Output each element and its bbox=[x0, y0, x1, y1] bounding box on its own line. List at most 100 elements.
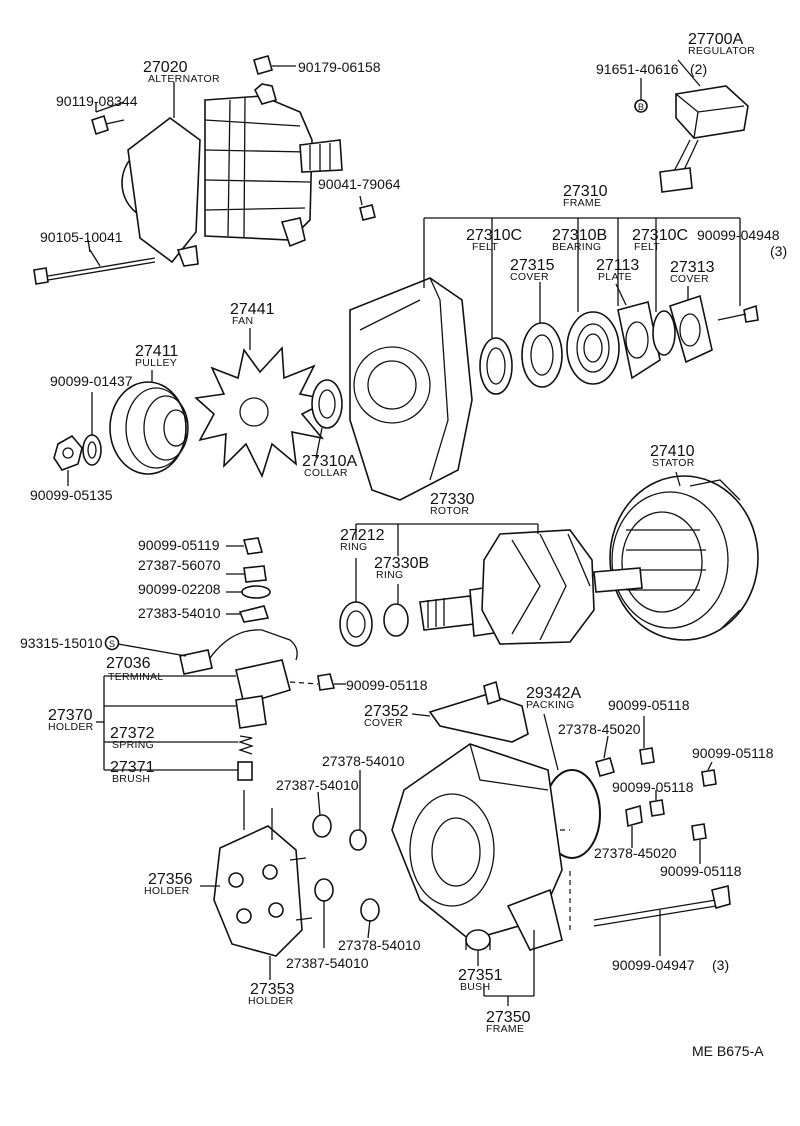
nut-90041-drawing bbox=[359, 204, 376, 221]
nut-90179-drawing bbox=[253, 55, 296, 75]
label-27330-name: ROTOR bbox=[430, 505, 469, 517]
alternator-drawing bbox=[121, 83, 343, 267]
bearing-cover-drawing bbox=[521, 322, 563, 388]
label-27020-name: ALTERNATOR bbox=[148, 73, 220, 85]
label-90105-10041: 90105-10041 bbox=[40, 229, 123, 245]
bushing-27378-54010-a-drawing bbox=[349, 829, 367, 851]
label-27383-54010: 27383-54010 bbox=[138, 605, 221, 621]
label-27330B-number: 27330B bbox=[374, 555, 429, 572]
label-27020-number: 27020 bbox=[143, 59, 188, 76]
rear-cover-drawing bbox=[669, 294, 713, 364]
label-27356-name: HOLDER bbox=[144, 885, 190, 897]
label-90119-08344: 90119-08344 bbox=[56, 93, 138, 109]
label-90179-06158: 90179-06158 bbox=[298, 59, 381, 75]
nut-90099-05118-d-drawing bbox=[649, 799, 665, 817]
label-27036-number: 27036 bbox=[106, 655, 151, 672]
stator-drawing bbox=[609, 475, 759, 641]
label-27315-name: COVER bbox=[510, 271, 549, 283]
label-27700A-number: 27700A bbox=[688, 31, 743, 48]
label-27441-name: FAN bbox=[232, 315, 253, 327]
label-27700A-name: REGULATOR bbox=[688, 45, 755, 57]
label-27441-number: 27441 bbox=[230, 301, 275, 318]
label-90099-05119: 90099-05119 bbox=[138, 537, 220, 553]
label-90099-04947: 90099-04947 bbox=[612, 957, 695, 973]
rear-frame-drawing bbox=[391, 743, 563, 951]
bushing-27378-45020-b-drawing bbox=[625, 804, 643, 828]
label-27371-number: 27371 bbox=[110, 759, 155, 776]
bush-27351-drawing bbox=[465, 929, 491, 951]
label-27350-number: 27350 bbox=[486, 1009, 531, 1026]
label-27378-45020-a: 27378-45020 bbox=[558, 721, 641, 737]
label-27313-name: COVER bbox=[670, 273, 709, 285]
label-27310B-name: BEARING bbox=[552, 241, 601, 253]
label-27352-name: COVER bbox=[364, 717, 403, 729]
regulator-marker: B bbox=[638, 102, 644, 112]
label-93315-15010: 93315-15010 bbox=[20, 635, 103, 651]
label-27315-number: 27315 bbox=[510, 257, 555, 274]
label-27378-54010-a: 27378-54010 bbox=[322, 753, 405, 769]
regulator-drawing: B bbox=[634, 85, 749, 193]
bushing-27387-54010-a-drawing bbox=[312, 814, 332, 838]
label-90099-05118-a: 90099-05118 bbox=[346, 677, 428, 693]
label-27370-number: 27370 bbox=[48, 707, 93, 724]
collar-drawing bbox=[311, 379, 343, 429]
labels: 27020 ALTERNATOR 90179-06158 90119-08344… bbox=[20, 31, 787, 1059]
label-90099-04948: 90099-04948 bbox=[697, 227, 780, 243]
label-27370-name: HOLDER bbox=[48, 721, 94, 733]
label-27372-name: SPRING bbox=[112, 739, 154, 751]
label-27310-name: FRAME bbox=[563, 197, 601, 209]
bolt-90099-04948-drawing bbox=[717, 304, 759, 323]
label-90099-05118-d: 90099-05118 bbox=[612, 779, 694, 795]
label-27310C-1-name: FELT bbox=[472, 241, 498, 253]
label-27410-number: 27410 bbox=[650, 443, 695, 460]
label-90099-04947-qty: (3) bbox=[712, 957, 729, 973]
ring-27330B-drawing bbox=[383, 603, 409, 637]
bolt-90105-drawing bbox=[33, 249, 156, 285]
label-27356-number: 27356 bbox=[148, 871, 193, 888]
label-27113-number: 27113 bbox=[596, 257, 639, 274]
nut-90099-05118-e-drawing bbox=[691, 823, 707, 841]
label-27387-56070: 27387-56070 bbox=[138, 557, 221, 573]
label-29342A-name: PACKING bbox=[526, 699, 575, 711]
label-27352-number: 27352 bbox=[364, 703, 409, 720]
label-27310C-2-name: FELT bbox=[634, 241, 660, 253]
label-27410-name: STATOR bbox=[652, 457, 695, 469]
bushing-27378-54010-b-drawing bbox=[360, 898, 380, 922]
nut-90099-05135-drawing bbox=[53, 434, 83, 471]
label-27212-number: 27212 bbox=[340, 527, 385, 544]
long-bolt-drawing bbox=[560, 829, 731, 930]
bushing-27378-45020-a-drawing bbox=[595, 757, 615, 777]
pulley-drawing bbox=[109, 381, 189, 475]
label-27212-name: RING bbox=[340, 541, 367, 553]
label-90099-05118-c: 90099-05118 bbox=[692, 745, 774, 761]
spring-drawing bbox=[237, 735, 255, 755]
label-27351-name: BUSH bbox=[460, 981, 490, 993]
label-27371-name: BRUSH bbox=[112, 773, 150, 785]
label-27330-number: 27330 bbox=[430, 491, 475, 508]
label-27330B-name: RING bbox=[376, 569, 403, 581]
label-27387-54010-a: 27387-54010 bbox=[276, 777, 359, 793]
drive-end-frame-drawing bbox=[349, 277, 473, 501]
label-27411-number: 27411 bbox=[135, 343, 178, 360]
label-27353-number: 27353 bbox=[250, 981, 295, 998]
label-27310C-2-number: 27310C bbox=[632, 227, 688, 244]
label-90099-05118-e: 90099-05118 bbox=[660, 863, 742, 879]
label-29342A-number: 29342A bbox=[526, 685, 581, 702]
label-27310A-name: COLLAR bbox=[304, 467, 348, 479]
label-90099-05118-b: 90099-05118 bbox=[608, 697, 690, 713]
label-90099-02208: 90099-02208 bbox=[138, 581, 221, 597]
terminal-stack-drawing bbox=[238, 537, 271, 623]
rotor-drawing bbox=[419, 529, 643, 645]
washer-90099-01437-drawing bbox=[82, 434, 102, 466]
felt-ring-1-drawing bbox=[479, 337, 513, 395]
label-27310B-number: 27310B bbox=[552, 227, 607, 244]
cover-27352-drawing bbox=[428, 680, 529, 743]
label-90099-01437: 90099-01437 bbox=[50, 373, 133, 389]
label-27310-number: 27310 bbox=[563, 183, 608, 200]
label-27313-number: 27313 bbox=[670, 259, 715, 276]
label-27378-54010-b: 27378-54010 bbox=[338, 937, 421, 953]
label-91651-40616: 91651-40616 bbox=[596, 61, 679, 77]
diagram-reference-code: ME B675-A bbox=[692, 1043, 764, 1059]
label-27036-name: TERMINAL bbox=[108, 671, 164, 683]
label-27378-45020-b: 27378-45020 bbox=[594, 845, 677, 861]
